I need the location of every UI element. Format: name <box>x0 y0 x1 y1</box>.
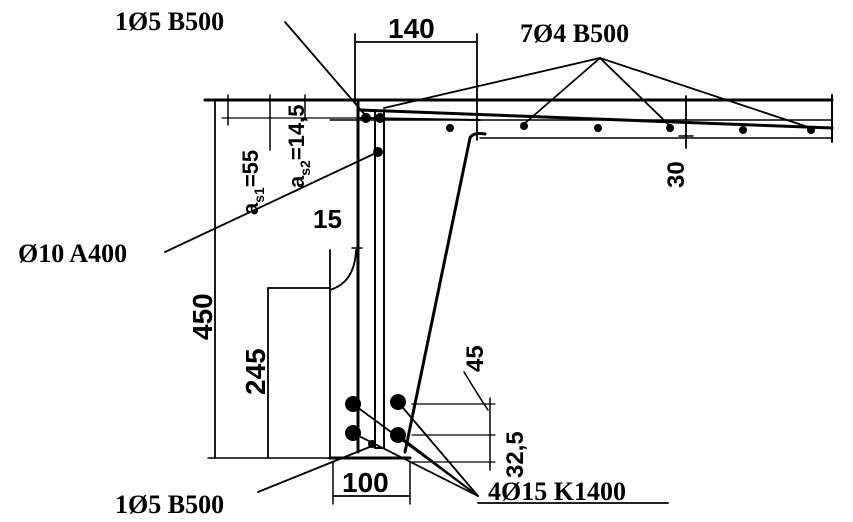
dim-bar-spacing-vertical: 32,5 <box>502 431 529 478</box>
slab-bar-dot <box>446 124 454 132</box>
dim-cover-as2: as2=14,5 <box>284 105 313 189</box>
label-bottom-left-bar: 1Ø5 B500 <box>115 490 224 519</box>
slab-bar-dot <box>520 122 528 130</box>
dim-lower-height: 245 <box>240 348 271 395</box>
slab-bar-dot <box>594 124 602 132</box>
dim-rib-width: 100 <box>342 467 389 498</box>
dimension-lines <box>207 33 496 505</box>
dim-slab-thickness: 30 <box>663 161 690 188</box>
top-bar-dot <box>375 113 385 123</box>
dim-bar-spacing-horizontal: 45 <box>462 345 489 372</box>
label-top-right-bars: 7Ø4 B500 <box>520 19 629 48</box>
label-top-left-bar: 1Ø5 B500 <box>115 7 224 36</box>
dim-total-height: 450 <box>187 293 218 340</box>
label-main-bar: Ø10 A400 <box>18 239 127 268</box>
dim-cover-as1: as1=55 <box>238 150 267 215</box>
top-bar-dot <box>361 113 371 123</box>
dim-bend-offset: 15 <box>313 204 342 234</box>
slab-bar-dot <box>739 126 747 134</box>
leader-lines <box>164 21 812 504</box>
label-prestress-bars: 4Ø15 K1400 <box>488 477 626 506</box>
dim-flange-width: 140 <box>388 13 435 44</box>
slab-bar-dot <box>666 124 674 132</box>
